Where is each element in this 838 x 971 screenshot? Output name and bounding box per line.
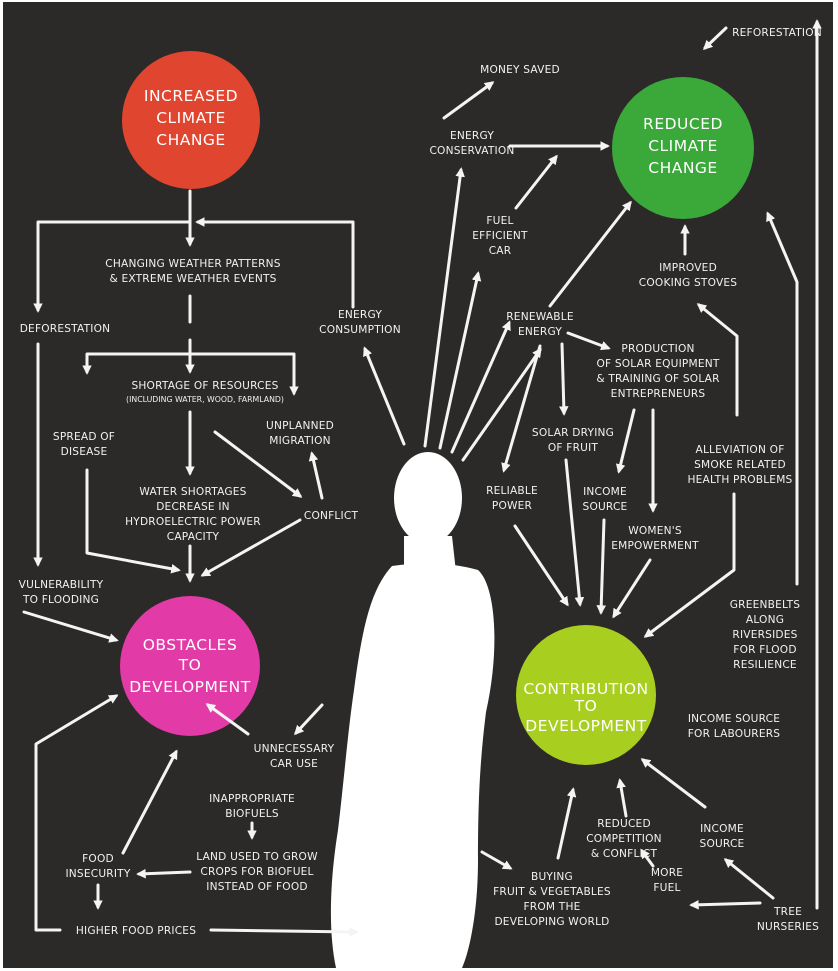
arrow-nurseries-to-income	[723, 858, 775, 900]
arrow-to-money-saved	[442, 81, 495, 120]
arrow-to-unplanned-migration	[188, 352, 299, 396]
arrow-person-to-renewable-a	[450, 320, 511, 454]
arrow-prices-to-right	[209, 927, 359, 937]
arrow-buying-to-contribution	[556, 787, 577, 860]
person-silhouette	[330, 452, 495, 968]
arrow-competition-to-contribution	[616, 778, 628, 818]
arrow-person-to-fuel-car	[438, 271, 482, 450]
arrow-person-to-energy-consumption	[363, 346, 406, 446]
arrow-women-to-contribution	[612, 558, 652, 619]
circle-contribution-line-2: TO	[574, 697, 598, 715]
circle-reduced-line-1: REDUCED	[643, 115, 723, 133]
circle-increased-line-3: CHANGE	[156, 131, 225, 149]
arrow-to-spread-of-disease	[82, 352, 192, 375]
circle-increased-line-1: INCREASED	[144, 87, 238, 105]
arrow-car-to-reduced	[514, 154, 558, 210]
arrow-person-to-energy-conservation	[423, 167, 465, 448]
label-deforestation: DEFORESTATION	[20, 323, 111, 335]
arrow-nurseries-to-more-fuel	[689, 900, 762, 910]
arrows	[22, 19, 822, 937]
circle-obstacles-line-1: OBSTACLES	[143, 636, 238, 654]
arrow-energy-consumption-to-increased	[195, 217, 355, 309]
arrow-income2-to-contribution	[640, 758, 707, 809]
arrow-to-unnecessary-car	[294, 703, 324, 736]
circle-contribution-to-development: CONTRIBUTION TO DEVELOPMENT	[516, 625, 656, 765]
circle-increased-climate-change: INCREASED CLIMATE CHANGE	[122, 51, 260, 189]
arrow-renewable-to-solar-drying	[559, 342, 569, 416]
label-money-saved: MONEY SAVED	[480, 64, 560, 76]
circle-obstacles-line-2: TO	[178, 656, 202, 674]
arrow-renewable-to-production	[566, 331, 611, 351]
arrow-renewable-to-reduced	[548, 200, 632, 308]
arrow-income-to-contribution	[596, 518, 607, 615]
arrow-shortage-to-conflict	[213, 430, 303, 498]
arrow-reliable-to-contribution	[513, 524, 569, 607]
circle-increased-line-2: CLIMATE	[156, 109, 226, 127]
label-reforestation: REFORESTATION	[732, 27, 822, 39]
arrow-greenbelts-to-reduced	[766, 211, 799, 586]
arrow-reforestation-to-reduced	[702, 26, 728, 50]
arrow-person-to-renewable-b	[461, 347, 542, 462]
label-shortage: SHORTAGE OF RESOURCES	[131, 380, 278, 392]
arrow-to-deforestation	[33, 220, 192, 313]
label-weather: CHANGING WEATHER PATTERNS& EXTREME WEATH…	[105, 258, 280, 285]
arrow-car-use-to-obstacles	[205, 703, 250, 736]
label-higher-food-prices: HIGHER FOOD PRICES	[76, 925, 196, 937]
arrow-alleviation-to-stoves	[696, 303, 739, 417]
arrow-more-fuel-to-competition	[640, 848, 655, 868]
arrow-conflict-to-migration	[308, 451, 324, 500]
circle-obstacles-to-development: OBSTACLES TO DEVELOPMENT	[120, 596, 260, 736]
arrow-conflict-to-obstacles	[200, 518, 302, 577]
circle-reduced-line-2: CLIMATE	[648, 137, 718, 155]
label-shortage-note: (INCLUDING WATER, WOOD, FARMLAND)	[126, 395, 284, 404]
circle-contribution-line-1: CONTRIBUTION	[523, 680, 648, 698]
arrow-renewable-to-reliable-power	[501, 344, 542, 473]
circle-contribution-line-3: DEVELOPMENT	[525, 717, 647, 735]
arrow-disease-to-obstacles	[85, 468, 181, 574]
arrow-vulnerability-to-obstacles	[22, 610, 119, 643]
arrow-solar-drying-to-contribution	[564, 458, 585, 607]
circle-obstacles-line-3: DEVELOPMENT	[129, 678, 251, 696]
arrow-production-to-income	[615, 408, 636, 474]
label-conflict: CONFLICT	[304, 510, 359, 522]
arrow-alleviation-to-contribution	[643, 492, 736, 638]
circle-reduced-line-3: CHANGE	[648, 159, 717, 177]
arrow-insecurity-to-obstacles	[121, 749, 178, 855]
arrow-land-to-food-insecurity	[136, 868, 192, 879]
arrow-person-to-buying	[480, 850, 513, 870]
circle-reduced-climate-change: REDUCED CLIMATE CHANGE	[612, 77, 754, 219]
arrow-prices-to-obstacles	[34, 694, 119, 932]
